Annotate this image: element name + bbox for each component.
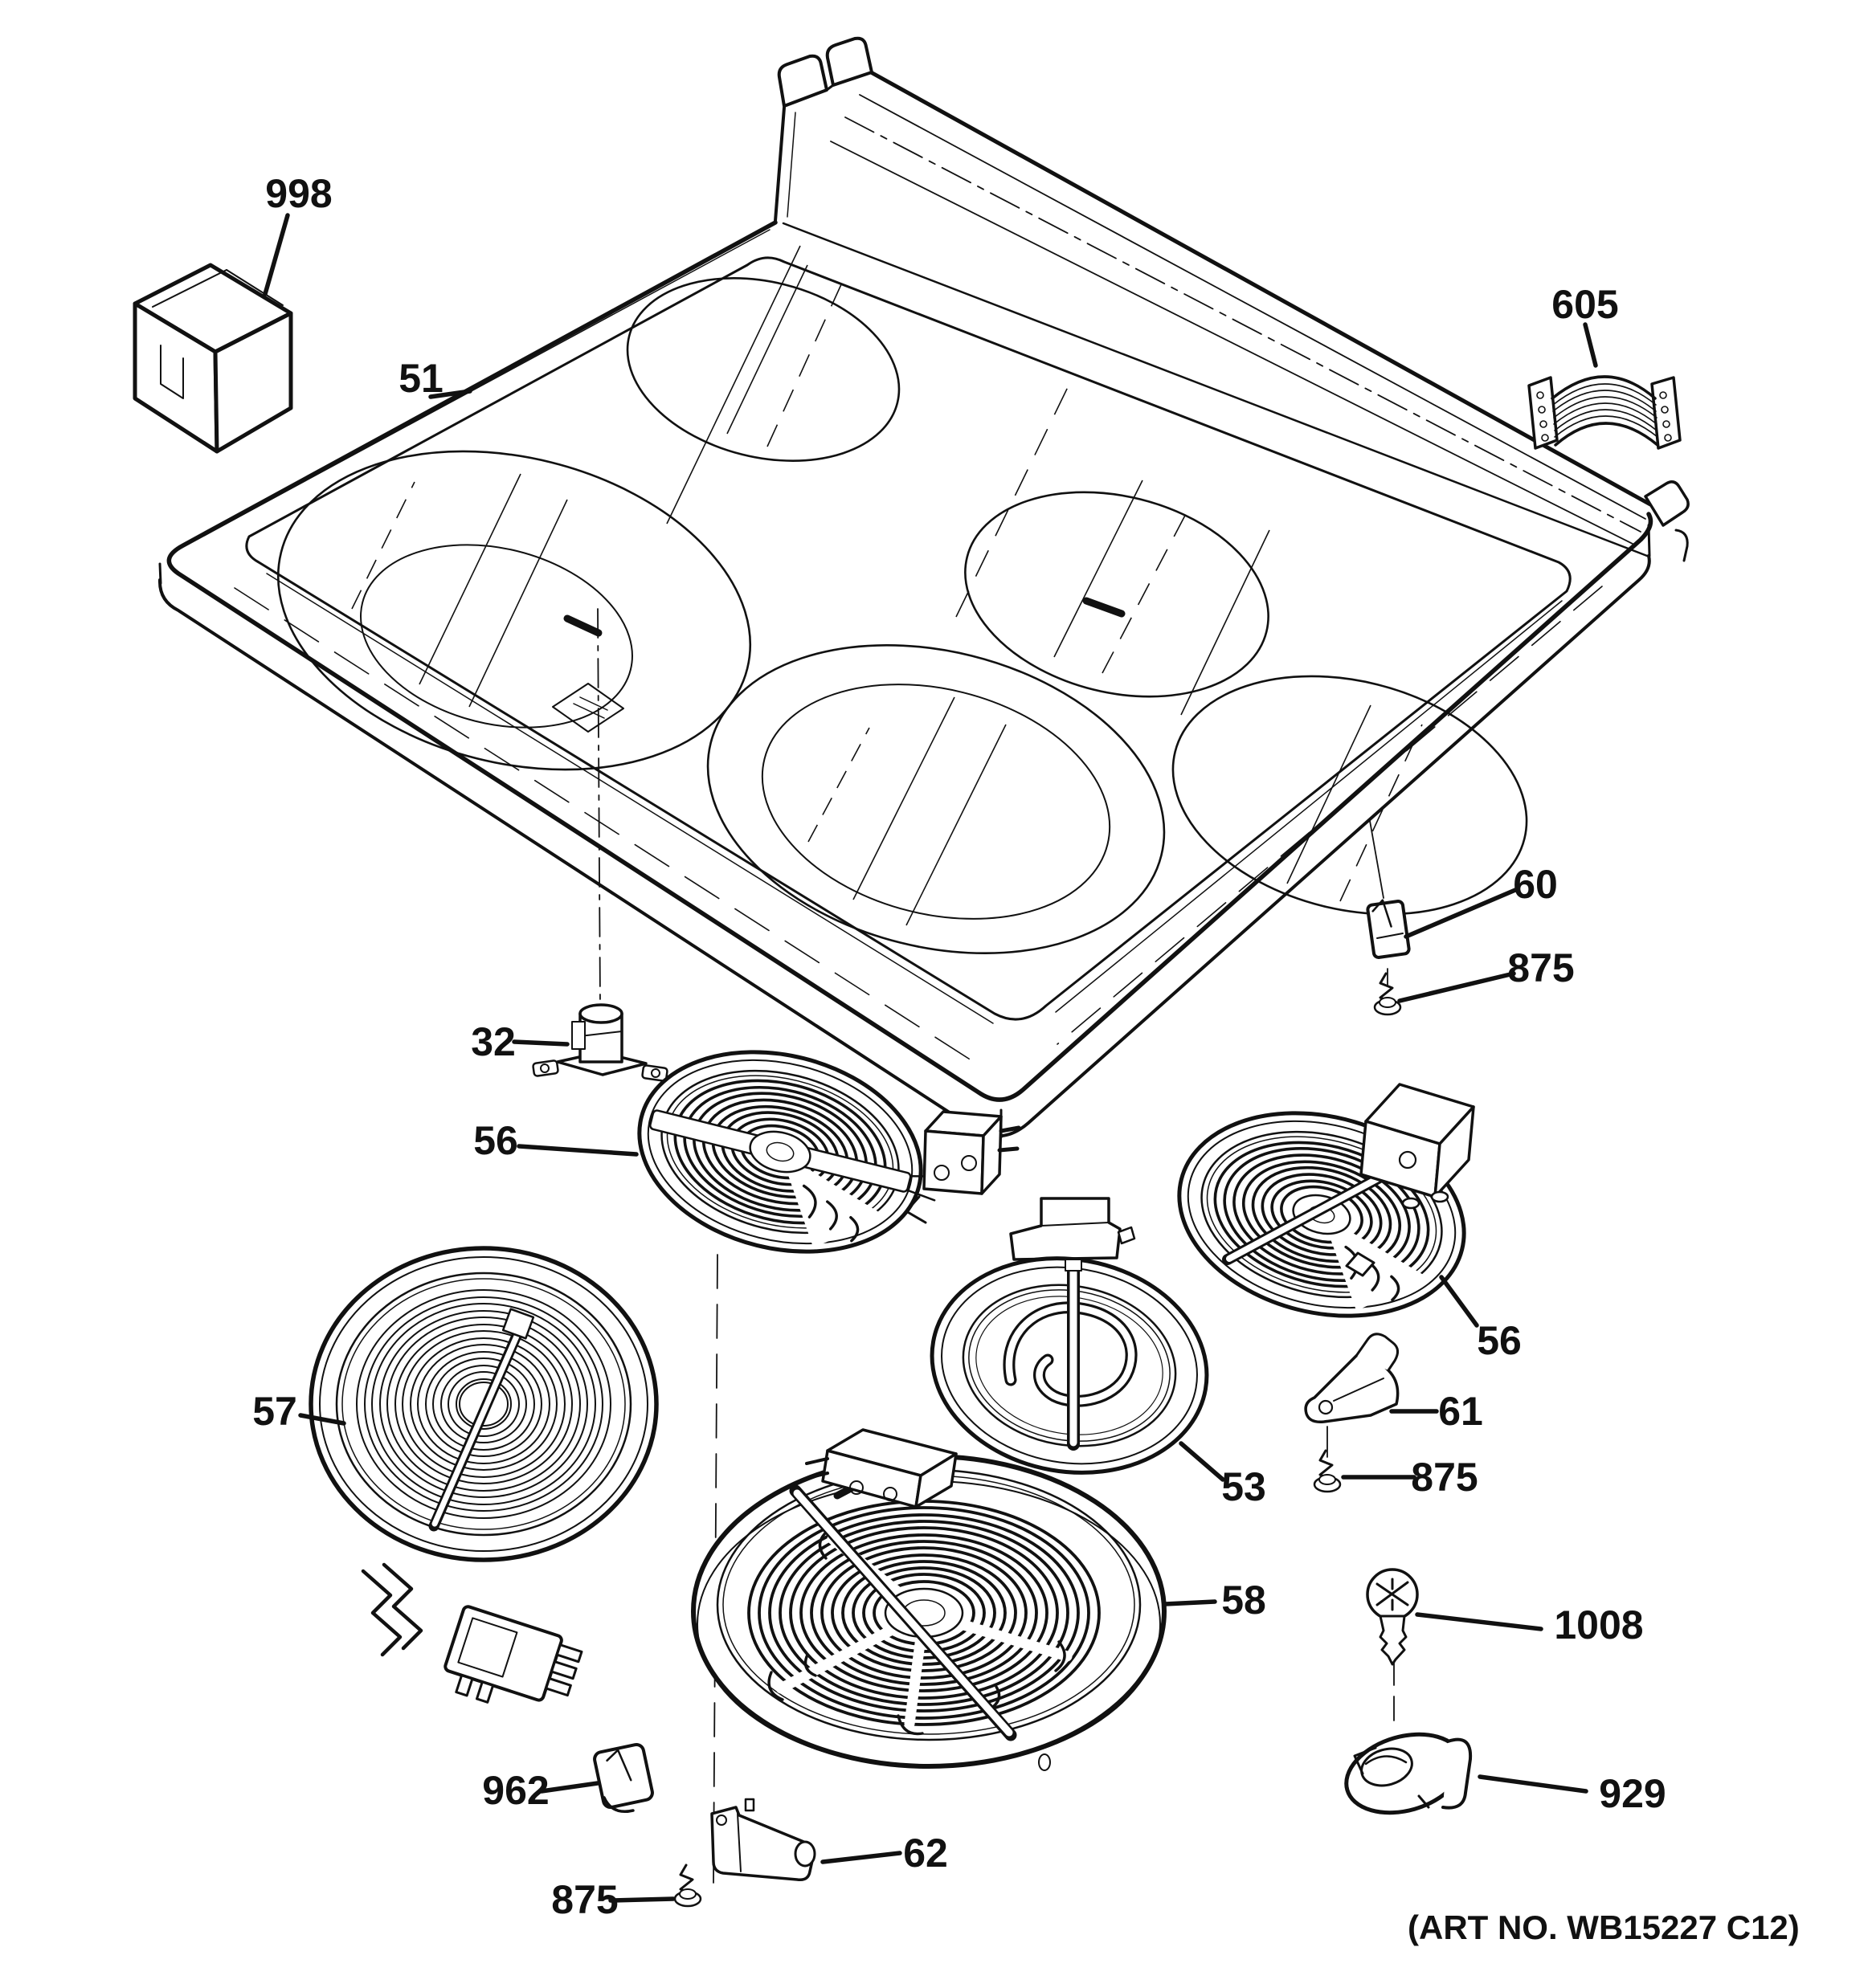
backsplash: [774, 36, 1690, 562]
callout-56-right: 56: [1477, 1318, 1522, 1363]
callout-875-mid: 875: [1411, 1455, 1478, 1500]
glass-warning-label: [552, 683, 624, 733]
edge-companion-line: [202, 229, 770, 537]
leader-1008: [1415, 1612, 1543, 1631]
leader-56a: [517, 1144, 639, 1157]
element-56-right-switch: [1345, 1083, 1475, 1277]
leader-875a: [1397, 971, 1516, 1003]
callout-875-right: 875: [1507, 945, 1574, 990]
callout-929: 929: [1599, 1771, 1666, 1816]
printed-mark-left: [563, 614, 603, 637]
element-58-connector: [805, 1428, 958, 1508]
mounting-tab-right: [825, 36, 873, 87]
callout-875-bottom: 875: [551, 1877, 618, 1922]
callout-60: 60: [1513, 862, 1558, 907]
part-875-screw-mid: [1313, 1449, 1342, 1493]
mounting-tab-left: [777, 54, 828, 108]
burner-zone-right-rear: [1171, 675, 1528, 916]
leader-56b: [1439, 1275, 1479, 1328]
cooktop-main-top-assembly: [157, 36, 1690, 1139]
leader-929: [1478, 1774, 1588, 1794]
callout-58: 58: [1221, 1578, 1266, 1623]
callout-57: 57: [252, 1389, 297, 1434]
leader-998: [263, 213, 290, 296]
printed-mark-right: [1082, 597, 1126, 618]
part-1008-screw: [1366, 1568, 1419, 1666]
callout-56-left: 56: [473, 1118, 518, 1163]
leader-58: [1163, 1599, 1217, 1606]
element-56-left: [637, 1050, 1021, 1254]
leader-62: [820, 1851, 902, 1864]
callout-51: 51: [399, 356, 443, 401]
part-32-sensor: [532, 1003, 668, 1082]
part-605-ribbon-cable: [1527, 375, 1682, 450]
callout-labels: 998 51 605 60 875 32 56 56 57 53 61 875 …: [252, 171, 1666, 1922]
callout-61: 61: [1438, 1389, 1483, 1434]
leader-962: [539, 1781, 600, 1794]
part-875-screw-bottom: [673, 1863, 702, 1908]
leader-53: [1179, 1441, 1225, 1482]
callout-32: 32: [471, 1019, 516, 1064]
element-58-large-center: [691, 1428, 1167, 1771]
part-875-screw-right: [1373, 972, 1402, 1016]
burner-zone-left-dual: [276, 450, 752, 771]
element-57-connector: [361, 1562, 583, 1704]
corner-tick-left: [158, 562, 162, 585]
leader-60: [1404, 888, 1518, 939]
callout-998: 998: [265, 171, 332, 216]
part-998-module-box: [133, 263, 293, 454]
part-62-bracket: [710, 1798, 816, 1882]
part-929-latch: [1344, 1732, 1473, 1815]
callout-605: 605: [1551, 282, 1618, 327]
callout-53: 53: [1221, 1464, 1266, 1509]
leader-32: [512, 1039, 570, 1047]
art-number: (ART NO. WB15227 C12): [1408, 1908, 1800, 1946]
element-53-bracket: [1009, 1197, 1136, 1261]
callout-962: 962: [482, 1768, 549, 1813]
leader-605: [1583, 322, 1598, 368]
element-57-large-left: [309, 1246, 659, 1704]
part-962-clip: [593, 1742, 654, 1813]
glass-reflections: [351, 245, 1423, 926]
part-61-clip: [1304, 1333, 1400, 1424]
hinge-clip: [1644, 480, 1690, 527]
hinge-hook: [1674, 529, 1689, 562]
leader-lines: [263, 213, 1598, 1903]
callout-1008: 1008: [1554, 1602, 1643, 1647]
callout-62: 62: [903, 1831, 948, 1876]
burner-zone-center-large-dual: [706, 643, 1166, 955]
leader-875c: [608, 1896, 676, 1903]
element-53-warming: [930, 1197, 1209, 1475]
element-56-left-connector: [905, 1110, 1021, 1224]
glass-front-face: [157, 554, 1651, 1138]
leader-51: [428, 389, 472, 399]
burner-zone-top-small: [626, 277, 901, 462]
glass-outer-edge: [166, 220, 1653, 1102]
glass-trim-border: [245, 256, 1572, 1021]
burner-zone-right-center: [964, 491, 1269, 698]
leader-57: [298, 1413, 346, 1426]
element-56-right: [1177, 1083, 1475, 1318]
part-60-clip: [1366, 899, 1411, 959]
